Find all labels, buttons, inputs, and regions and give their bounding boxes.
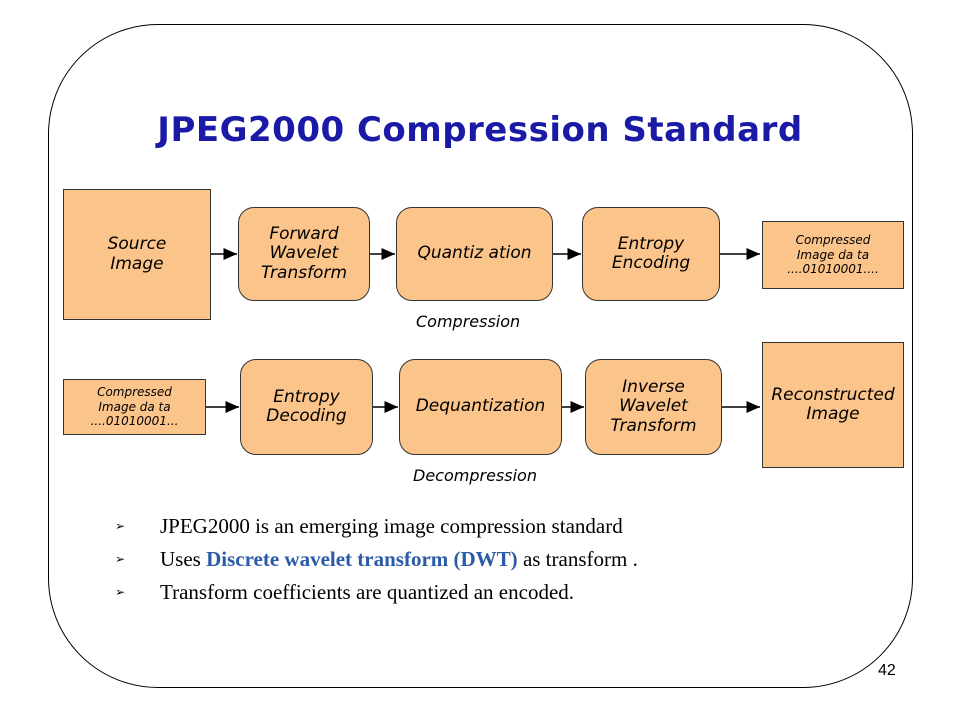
quantization-box: Quantiz ation bbox=[396, 207, 553, 301]
compressed-data-box-in: Compressed Image da ta ....01010001... bbox=[63, 379, 206, 435]
forward-wavelet-box: Forward Wavelet Transform bbox=[238, 207, 370, 301]
bullet-marker-icon: ➢ bbox=[115, 585, 126, 599]
bullet-text-3: Transform coefficients are quantized an … bbox=[160, 580, 575, 604]
slide-frame bbox=[48, 24, 913, 688]
compressed-data-box-out: Compressed Image da ta ....01010001.... bbox=[762, 221, 904, 289]
dwt-highlight: Discrete wavelet transform (DWT) bbox=[206, 547, 518, 571]
bullet-text-2-suffix: as transform . bbox=[517, 547, 638, 571]
bullet-marker-icon: ➢ bbox=[115, 552, 126, 566]
source-image-box: Source Image bbox=[63, 189, 211, 320]
page-number: 42 bbox=[878, 662, 896, 679]
bullet-marker-icon: ➢ bbox=[115, 519, 126, 533]
bullet-text-1: JPEG2000 is an emerging image compressio… bbox=[160, 514, 623, 538]
decompression-label: Decompression bbox=[413, 466, 537, 485]
slide-title: JPEG2000 Compression Standard bbox=[157, 110, 803, 150]
compression-label: Compression bbox=[416, 312, 521, 331]
entropy-decoding-box: Entropy Decoding bbox=[240, 359, 373, 455]
bullet-item-3: ➢ Transform coefficients are quantized a… bbox=[115, 576, 638, 609]
inverse-wavelet-box: Inverse Wavelet Transform bbox=[585, 359, 722, 455]
bullet-item-1: ➢ JPEG2000 is an emerging image compress… bbox=[115, 510, 638, 543]
bullet-item-2: ➢ Uses Discrete wavelet transform (DWT) … bbox=[115, 543, 638, 576]
bullet-text-2: Uses Discrete wavelet transform (DWT) as… bbox=[160, 547, 638, 572]
entropy-encoding-box: Entropy Encoding bbox=[582, 207, 720, 301]
bullet-list: ➢ JPEG2000 is an emerging image compress… bbox=[115, 510, 638, 609]
dequantization-box: Dequantization bbox=[399, 359, 562, 455]
reconstructed-image-box: Reconstructed Image bbox=[762, 342, 904, 468]
bullet-text-2-prefix: Uses bbox=[160, 547, 207, 571]
